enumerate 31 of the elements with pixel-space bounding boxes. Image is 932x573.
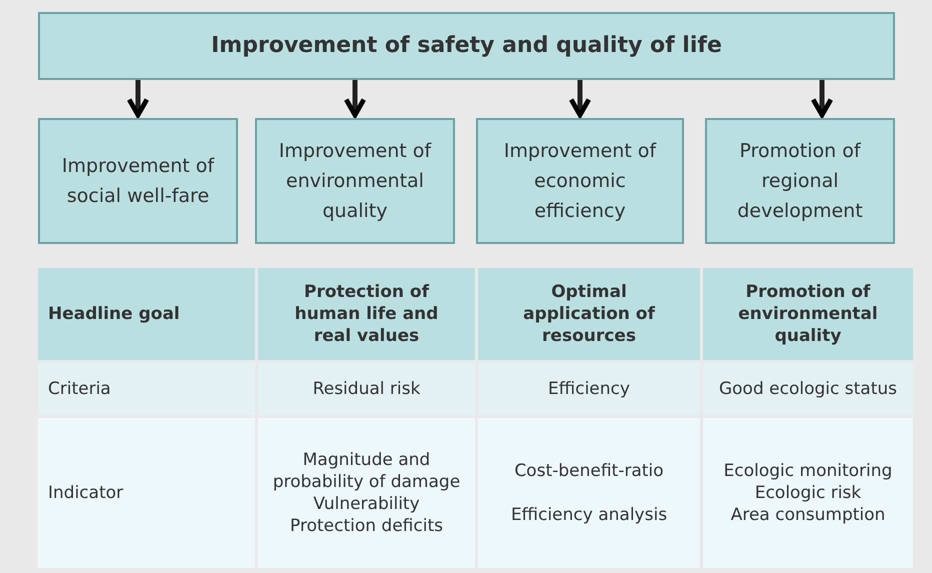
cell-text: Protection of human life and real values xyxy=(294,281,440,347)
cell-text: Indicator xyxy=(48,482,124,504)
cell-text: Efficiency analysis xyxy=(510,504,668,526)
process-box xyxy=(38,118,238,244)
cell-text: Good ecologic status xyxy=(718,378,897,400)
arrow xyxy=(344,80,366,118)
arrow xyxy=(126,80,150,118)
process-box xyxy=(255,118,455,244)
cell-text: Criteria xyxy=(48,378,111,400)
cell-text: Magnitude and probability of damage xyxy=(272,449,462,493)
cell-text: Area consumption xyxy=(730,504,886,526)
box-text: Promotion of regional development xyxy=(736,139,864,224)
box-text: Improvement of safety and quality of life xyxy=(210,32,723,60)
cell-text: Promotion of environmental quality xyxy=(737,281,879,347)
process-box xyxy=(476,118,684,244)
process-box xyxy=(705,118,895,244)
cell-text: Ecologic monitoring xyxy=(724,460,892,482)
box-text: Improvement of social well-fare xyxy=(60,154,216,209)
cell-text: Optimal application of resources xyxy=(522,281,656,347)
cell-text: Vulnerability xyxy=(313,493,420,515)
box-text: Improvement of environmental quality xyxy=(278,139,432,224)
cell-text: Efficiency xyxy=(548,378,630,400)
cell-text: Cost-benefit-ratio xyxy=(514,460,664,482)
box-text: Improvement of economic efficiency xyxy=(502,139,658,224)
process-box xyxy=(38,12,895,80)
cell-text: Headline goal xyxy=(48,303,180,325)
cell-text: Residual risk xyxy=(312,378,420,400)
cell-text: Protection deficits xyxy=(290,515,443,537)
cell-text: Ecologic risk xyxy=(754,482,862,504)
arrow xyxy=(810,80,834,118)
arrow xyxy=(568,80,592,118)
